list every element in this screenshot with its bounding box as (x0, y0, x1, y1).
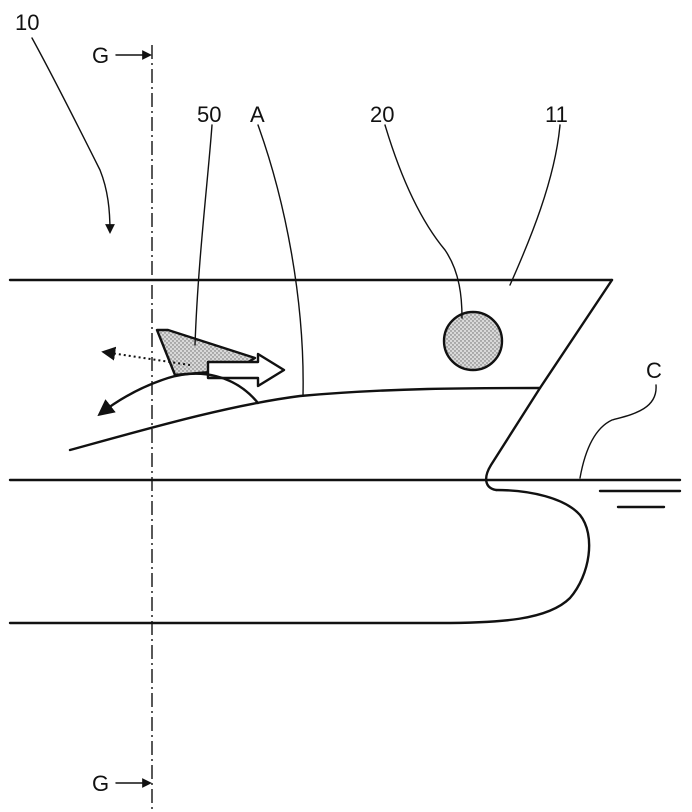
label-11: 11 (545, 102, 568, 127)
leader-10 (31, 37, 115, 234)
leader-20 (384, 124, 463, 319)
lower-body-outline (8, 488, 591, 625)
label-50: 50 (197, 102, 221, 127)
label-20: 20 (370, 102, 394, 127)
label-10: 10 (15, 10, 39, 35)
curve-a (68, 386, 542, 452)
label-c: C (646, 358, 662, 383)
label-a: A (250, 102, 265, 127)
ground-symbol-icon (598, 489, 682, 509)
label-g-top: G (92, 43, 109, 68)
curved-arrow-icon (97, 372, 260, 417)
slanted-edge (484, 278, 614, 492)
leader-50 (194, 124, 213, 346)
hollow-arrow-icon (206, 352, 286, 388)
label-g-bottom: G (92, 771, 109, 796)
leader-a (257, 124, 304, 397)
component-20 (442, 310, 504, 372)
leader-c (579, 384, 657, 479)
leader-11 (509, 124, 561, 286)
